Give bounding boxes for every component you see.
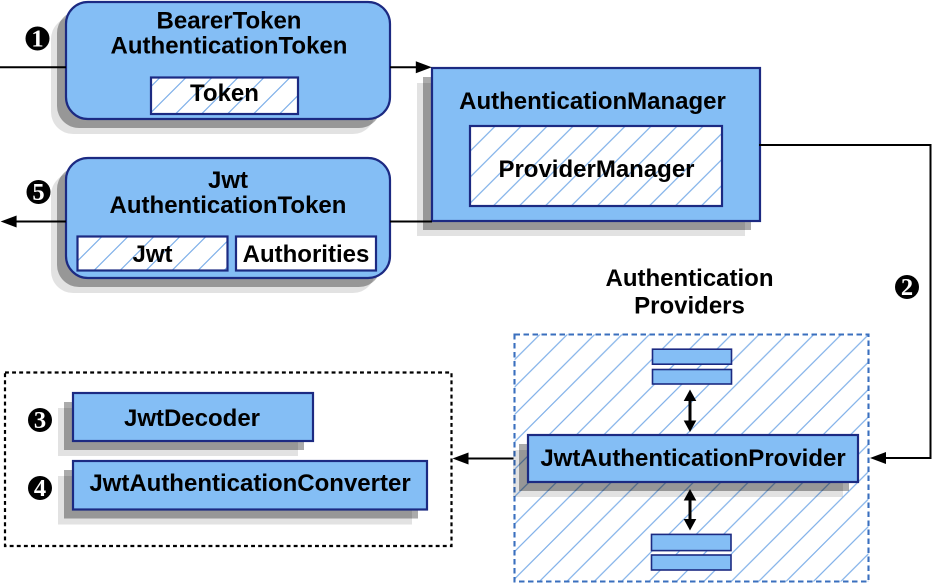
svg-text:4: 4 [34, 475, 46, 502]
svg-text:JwtAuthenticationProvider: JwtAuthenticationProvider [540, 445, 845, 472]
svg-text:1: 1 [31, 26, 43, 53]
svg-text:5: 5 [32, 179, 44, 206]
svg-text:JwtDecoder: JwtDecoder [124, 405, 260, 432]
svg-text:Jwt: Jwt [208, 167, 248, 194]
svg-text:Token: Token [190, 80, 259, 107]
svg-text:2: 2 [901, 274, 913, 301]
svg-text:Jwt: Jwt [132, 241, 172, 268]
svg-text:3: 3 [34, 407, 46, 434]
svg-text:ProviderManager: ProviderManager [498, 156, 694, 183]
svg-text:AuthenticationManager: AuthenticationManager [459, 88, 726, 115]
svg-text:Authentication: Authentication [606, 265, 774, 292]
svg-text:Providers: Providers [634, 293, 745, 320]
svg-text:BearerToken: BearerToken [157, 8, 302, 35]
svg-text:JwtAuthenticationConverter: JwtAuthenticationConverter [89, 470, 410, 497]
svg-text:AuthenticationToken: AuthenticationToken [110, 192, 347, 219]
svg-text:Authorities: Authorities [243, 241, 370, 268]
svg-text:AuthenticationToken: AuthenticationToken [111, 33, 348, 60]
